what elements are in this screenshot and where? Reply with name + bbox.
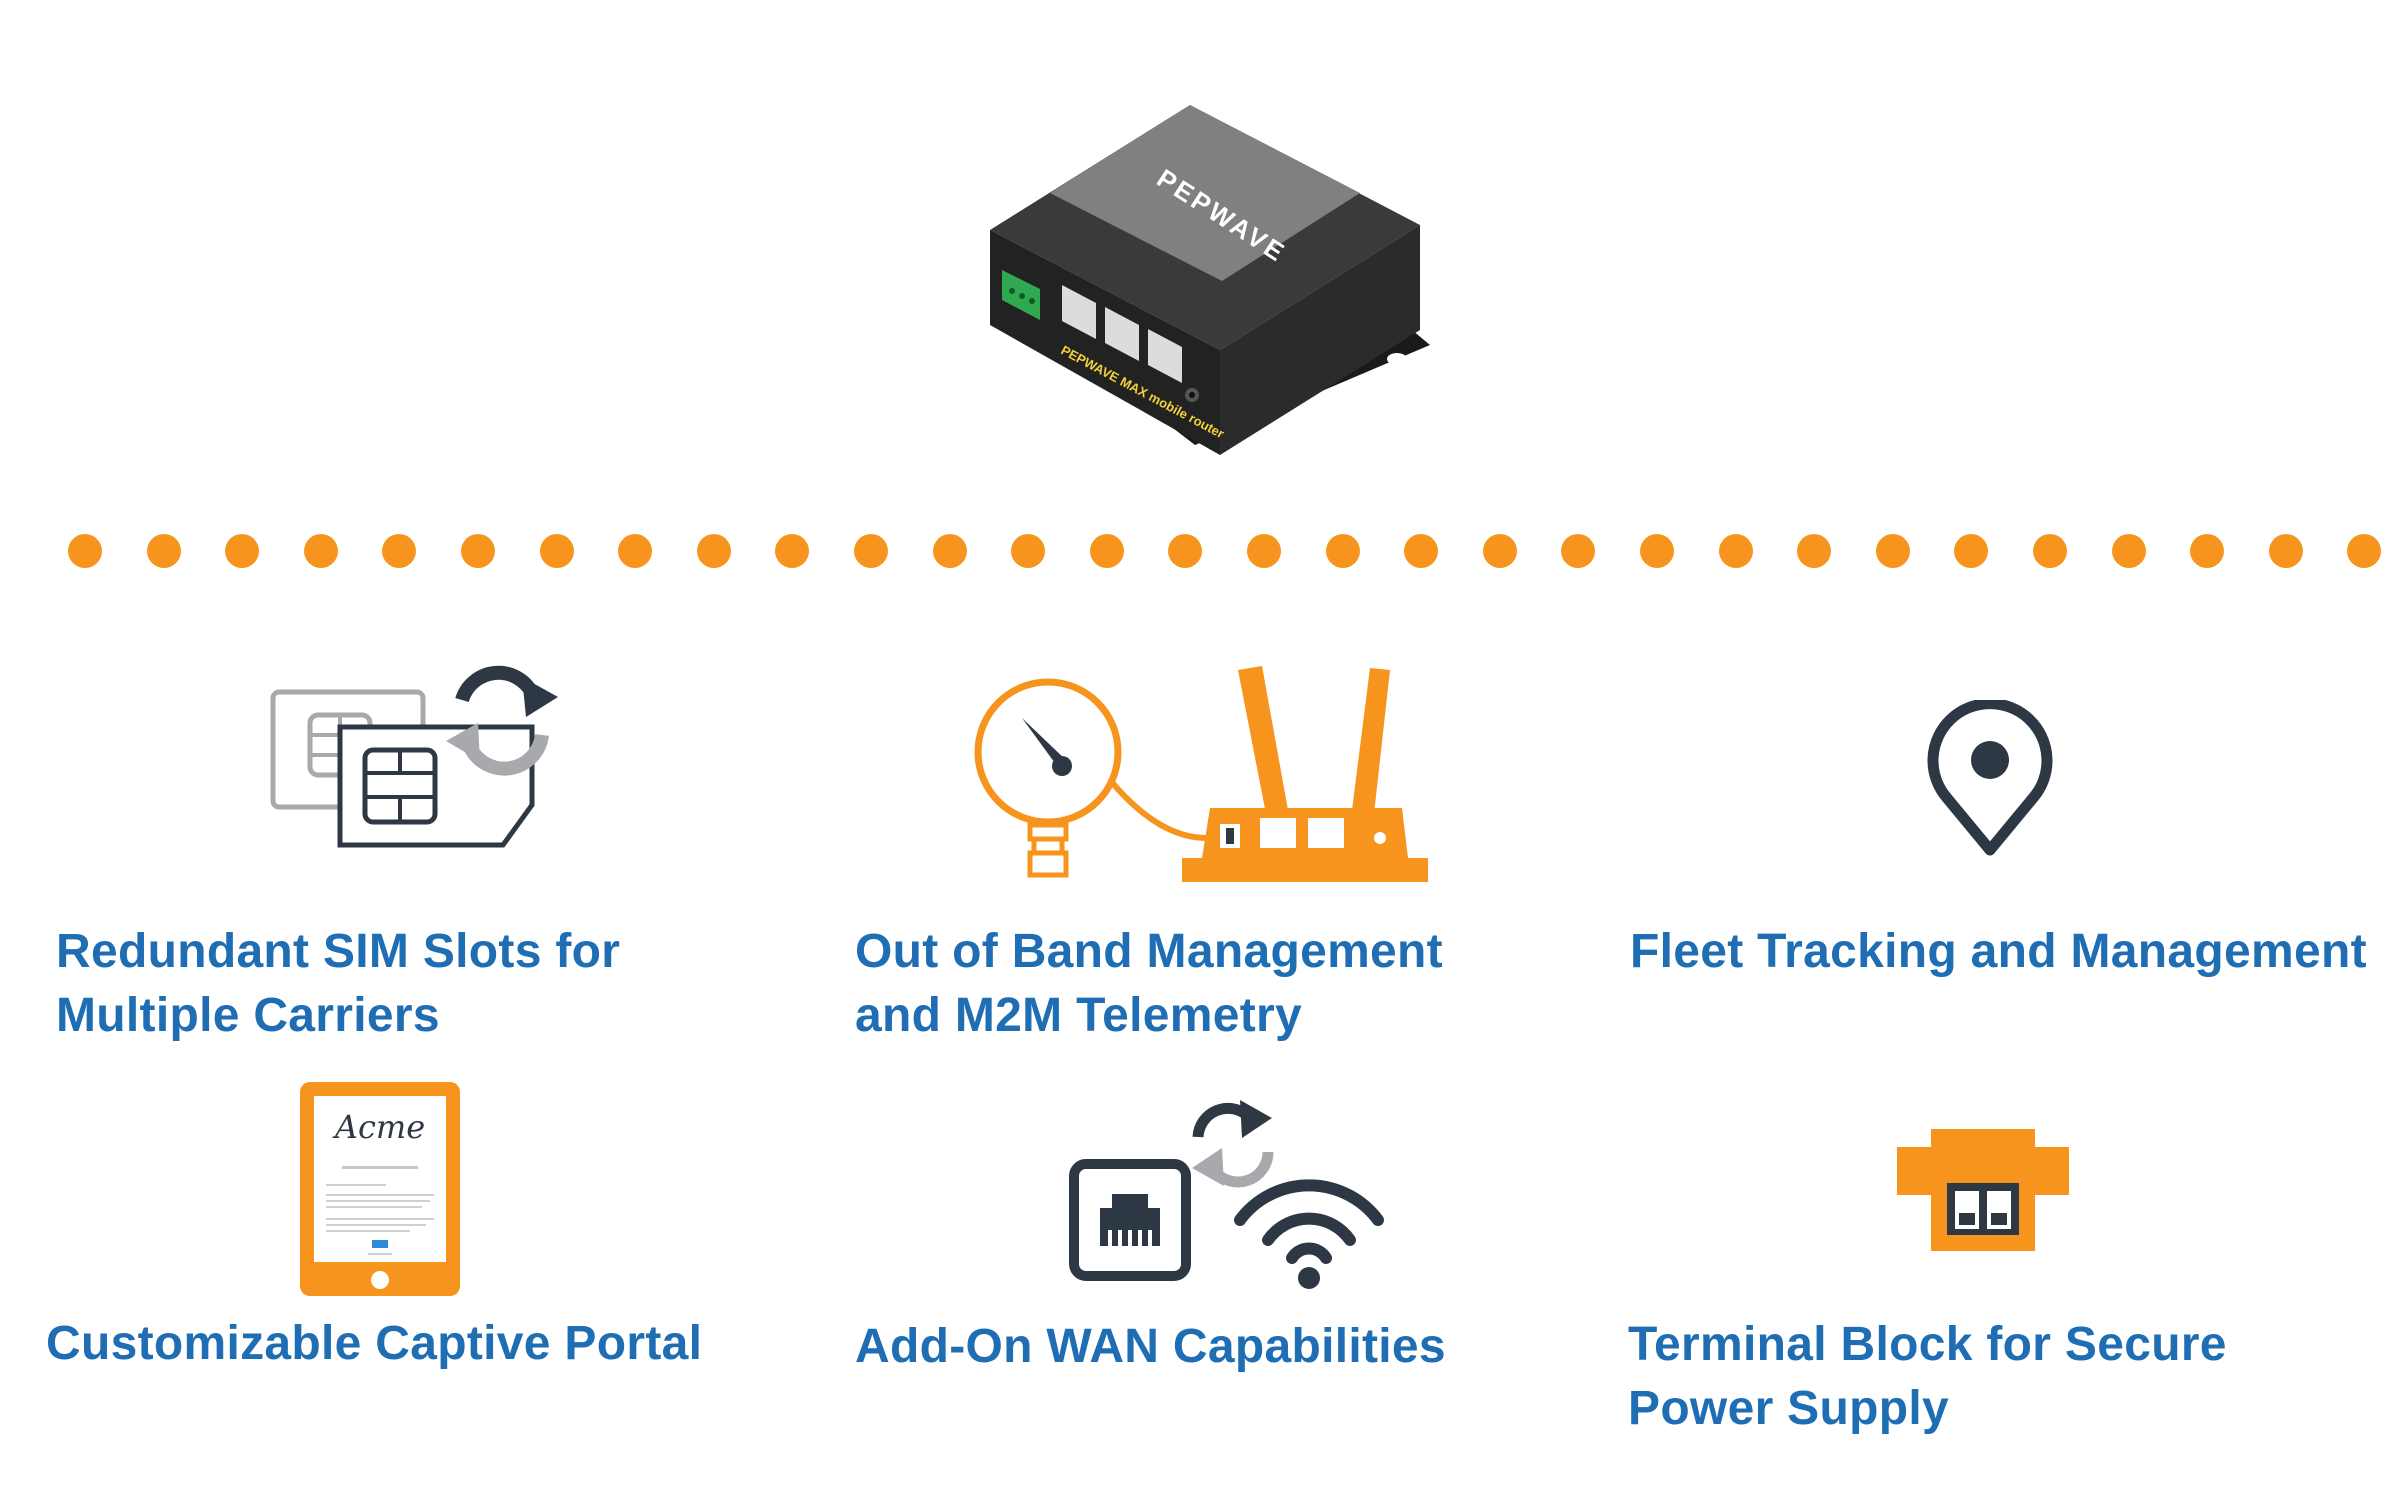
divider-dot bbox=[1325, 534, 1360, 568]
divider-dot bbox=[1875, 534, 1910, 568]
terminal-block-icon bbox=[1895, 1125, 2071, 1255]
gauge-router-icon bbox=[970, 660, 1430, 890]
divider-dot bbox=[1718, 534, 1753, 568]
divider-dot bbox=[1954, 534, 1989, 568]
feature-title-portal: Customizable Captive Portal bbox=[46, 1317, 703, 1370]
sim-swap-icon bbox=[270, 655, 570, 855]
divider-dot bbox=[2033, 534, 2067, 568]
divider-dot bbox=[1482, 534, 1517, 568]
divider-dot bbox=[2268, 534, 2303, 568]
divider-dot bbox=[461, 534, 495, 568]
feature-title-fleet: Fleet Tracking and Management bbox=[1630, 925, 2367, 978]
feature-title-sim: Redundant SIM Slots for Multiple Carrier… bbox=[56, 925, 621, 1042]
divider-dot bbox=[146, 534, 181, 568]
divider-dot bbox=[618, 534, 653, 568]
divider-dot bbox=[225, 534, 260, 568]
tablet-portal-icon: Acme bbox=[298, 1080, 462, 1298]
divider-dot bbox=[775, 534, 810, 568]
divider-dot bbox=[303, 534, 338, 568]
divider-dot bbox=[539, 534, 574, 568]
feature-title-wan: Add-On WAN Capabilities bbox=[855, 1320, 1446, 1373]
router-illustration: PEPWAVE PEPWAVE MAX mobile router bbox=[960, 95, 1440, 465]
feature-title-terminal: Terminal Block for Secure Power Supply bbox=[1628, 1318, 2227, 1435]
divider-dot bbox=[2347, 534, 2382, 568]
divider-dot bbox=[1561, 534, 1596, 568]
divider-dot bbox=[1168, 534, 1203, 568]
location-pin-icon bbox=[1925, 700, 2055, 860]
divider-dot bbox=[68, 534, 102, 568]
divider-dot bbox=[2190, 534, 2225, 568]
ethernet-wifi-icon bbox=[1068, 1092, 1388, 1292]
divider-dot bbox=[1011, 534, 1046, 568]
divider-dot bbox=[854, 534, 888, 568]
dotted-divider bbox=[68, 534, 2382, 568]
divider-dot bbox=[932, 534, 967, 568]
portal-logo: Acme bbox=[332, 1108, 425, 1146]
divider-dot bbox=[2111, 534, 2146, 568]
divider-dot bbox=[1247, 534, 1281, 568]
divider-dot bbox=[1089, 534, 1124, 568]
divider-dot bbox=[1797, 534, 1832, 568]
feature-title-oob: Out of Band Management and M2M Telemetry bbox=[855, 925, 1443, 1042]
divider-dot bbox=[696, 534, 731, 568]
divider-dot bbox=[1404, 534, 1439, 568]
divider-dot bbox=[1640, 534, 1674, 568]
divider-dot bbox=[382, 534, 417, 568]
